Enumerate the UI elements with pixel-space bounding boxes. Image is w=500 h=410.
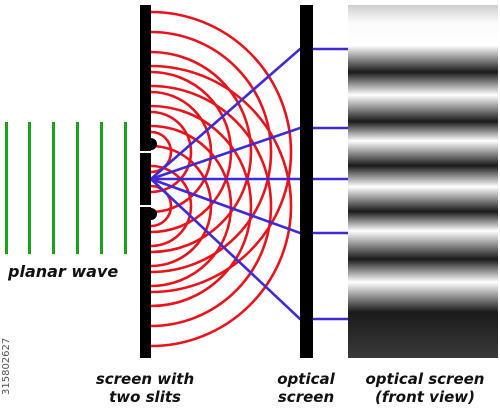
wavefront-line <box>100 122 103 254</box>
wavefront-line <box>5 122 8 254</box>
wavefront-line <box>28 122 31 254</box>
optical-screen-label-line1: optical <box>277 370 335 388</box>
slit-screen-label-line2: two slits <box>109 388 181 406</box>
front-view-label-line2: (front view) <box>375 388 475 406</box>
optical-screen <box>300 5 313 358</box>
front-view-fringe-pattern <box>348 5 498 358</box>
front-view-label-line1: optical screen <box>366 370 485 388</box>
side-id-text: 315802627 <box>1 338 12 395</box>
wavefront-line <box>124 122 127 254</box>
planar-wavefronts <box>5 122 127 254</box>
slit-screen-label-line1: screen with <box>96 370 194 388</box>
planar-wave-label: planar wave <box>7 262 118 281</box>
optical-screen-label-line2: screen <box>278 388 334 406</box>
wavefront-line <box>76 122 79 254</box>
wavefront-line <box>52 122 55 254</box>
slit-screen <box>140 5 157 358</box>
